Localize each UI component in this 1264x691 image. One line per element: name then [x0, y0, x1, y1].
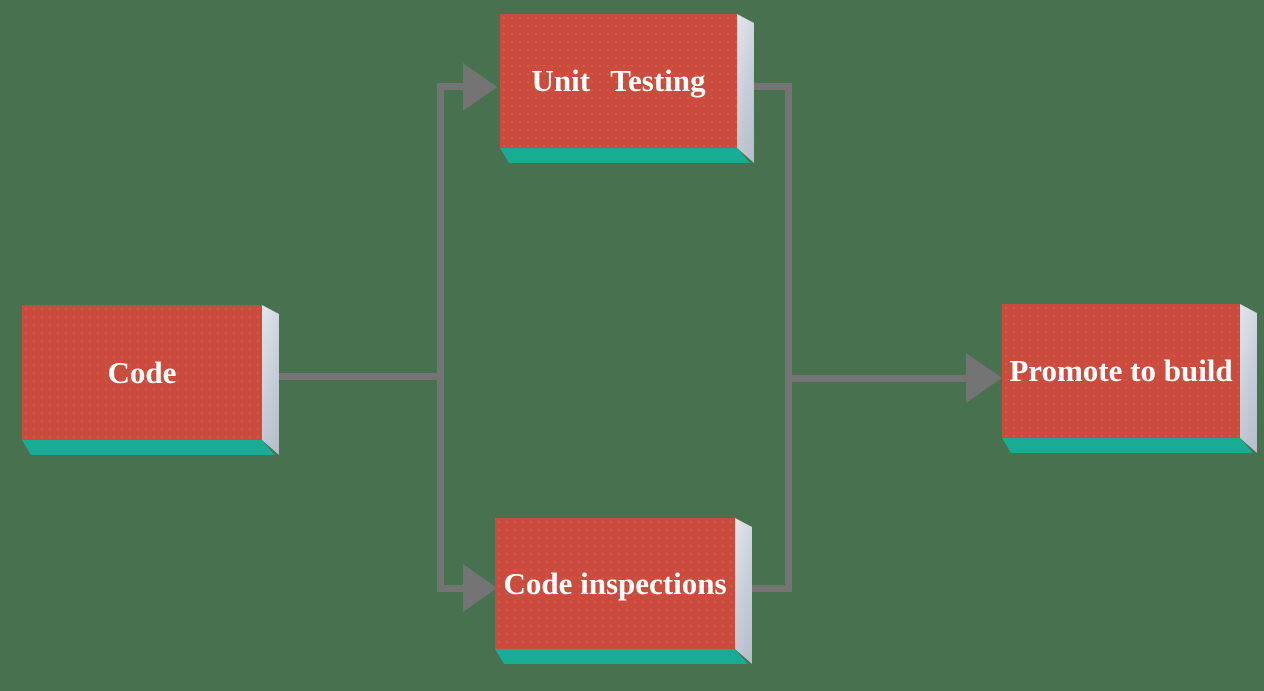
node-unit-testing-label: Unit Testing — [531, 63, 706, 98]
edge-code-to-split-line — [276, 373, 444, 380]
edge-to-unit-testing-line — [437, 83, 465, 90]
edge-from-code-inspections-line — [748, 585, 792, 592]
edge-merge-vertical-line — [785, 83, 792, 592]
node-code: Code — [22, 305, 262, 440]
node-code-inspections-label: Code inspections — [503, 565, 727, 601]
arrowhead-into-promote-to-build-icon — [966, 353, 1002, 403]
edge-to-code-inspections-line — [437, 585, 465, 592]
node-code-inspections: Code inspections — [495, 518, 735, 649]
node-promote-to-build: Promote to build — [1002, 304, 1240, 438]
edge-to-promote-to-build-line — [785, 375, 967, 382]
node-code-label: Code — [107, 354, 177, 390]
arrowhead-into-code-inspections-icon — [463, 564, 497, 612]
arrowhead-into-unit-testing-icon — [463, 63, 497, 111]
node-promote-to-build-label: Promote to build — [1009, 353, 1233, 388]
edge-split-vertical-line — [437, 83, 444, 592]
edge-from-unit-testing-line — [748, 83, 792, 90]
node-unit-testing: Unit Testing — [500, 14, 737, 148]
